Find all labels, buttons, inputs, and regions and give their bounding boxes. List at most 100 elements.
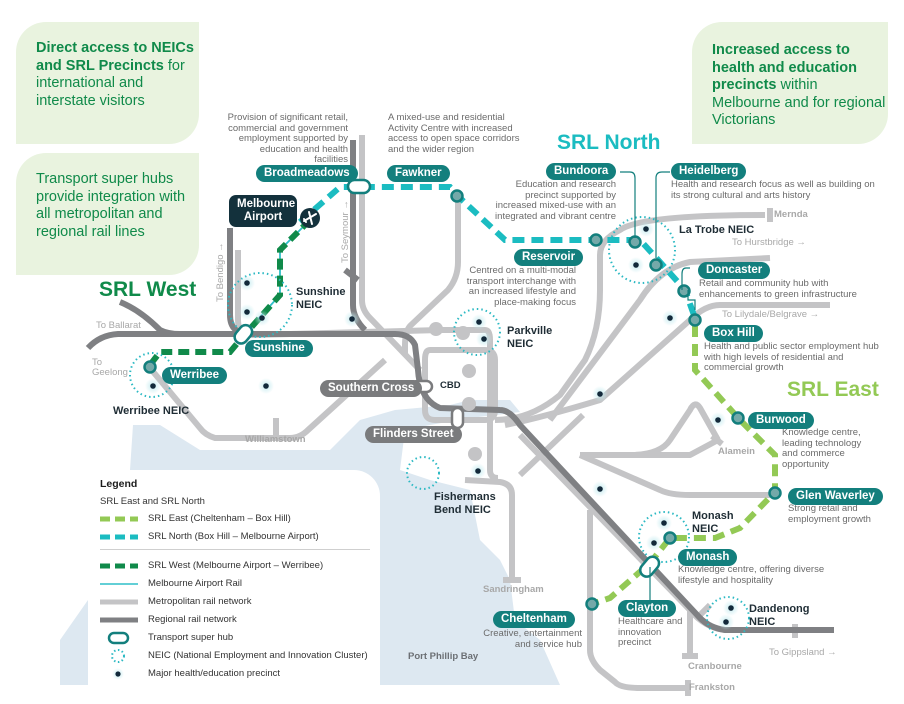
precinct-dot [254,310,270,326]
super-hub-icon [107,631,130,645]
monash-desc: Knowledge centre, offering diverse lifes… [678,564,825,586]
callout-direct-access: Direct access to NEICs and SRL Precincts… [16,22,199,144]
precinct-dot-icon [112,668,124,680]
station-cheltenham[interactable]: Cheltenham [493,611,575,628]
super-hub-broadmeadows [346,178,372,195]
station-marker-reservoir[interactable] [589,233,603,247]
terminal-frankston: Frankston [689,682,735,693]
precinct-dot [723,600,739,616]
precinct-dot [239,275,255,291]
callout-text: within Melbourne and for regional Victor… [712,77,886,128]
station-box-hill[interactable]: Box Hill [704,325,763,342]
terminal-alamein: Alamein [718,446,755,457]
metro-rail-line-icon [100,599,138,605]
station-heidelberg[interactable]: Heidelberg [671,163,747,180]
srl-east-dashed-line-icon [100,516,138,522]
precinct-dot [646,535,662,551]
station-marker-heidelberg[interactable] [649,258,663,272]
station-flinders-street[interactable]: Flinders Street [365,426,462,443]
precinct-dot [239,304,255,320]
station-marker-doncaster[interactable] [677,284,691,298]
callout-bold-text: Increased access to health and education… [712,42,858,93]
station-burwood[interactable]: Burwood [748,412,814,429]
callout-text: for international and interstate visitor… [36,57,185,109]
legend-divider [100,549,370,550]
neic-label-monash: Monash NEIC [692,510,734,535]
legend: Legend SRL East and SRL North SRL East (… [88,470,380,685]
precinct-dot [710,412,726,428]
regional-rail-line-icon [100,617,138,623]
neic-label-dandenong: Dandenong NEIC [749,603,810,628]
station-markers [143,189,782,611]
callout-bold-text: Direct access to NEICs and SRL Precincts [36,40,194,74]
legend-item-regional-rail: Regional rail network [100,613,380,627]
fawkner-desc: A mixed-use and residential Activity Cen… [388,112,520,155]
station-doncaster[interactable]: Doncaster [698,262,771,279]
station-marker-monash[interactable] [663,531,677,545]
station-marker-burwood[interactable] [731,411,745,425]
precinct-dot [662,310,678,326]
station-marker-box-hill[interactable] [688,313,702,327]
station-monash[interactable]: Monash [678,549,738,566]
station-marker-werribee[interactable] [143,360,157,374]
neic-label-la-trobe: La Trobe NEIC [679,224,755,236]
station-marker-bundoora[interactable] [628,235,642,249]
terminal-to-bendigo: To Bendigo → [215,242,226,302]
precinct-dot [470,463,486,479]
legend-item-metro-rail: Metropolitan rail network [100,595,380,609]
station-broadmeadows[interactable]: Broadmeadows [256,165,358,182]
srl-west-title: SRL West [99,278,197,301]
neic-ring-parkville [453,308,501,356]
terminal-sandringham: Sandringham [483,584,544,595]
legend-item-precinct: Major health/education precinct [100,667,380,681]
station-melbourne-airport[interactable]: Melbourne Airport [229,195,297,227]
terminal-cranbourne: Cranbourne [688,661,742,672]
station-marker-cheltenham[interactable] [585,597,599,611]
station-sunshine[interactable]: Sunshine [245,340,313,357]
callout-health-education: Increased access to health and education… [692,22,888,144]
neic-ring-sunshine [227,272,293,338]
station-marker-glen-waverley[interactable] [768,486,782,500]
station-reservoir[interactable]: Reservoir [514,249,584,266]
precinct-dot [476,331,492,347]
neic-ring-fishermans-bend [406,456,440,490]
neic-ring-dandenong [706,596,750,640]
legend-subtitle: SRL East and SRL North [100,496,205,507]
srl-north-line [298,184,698,320]
station-marker-fawkner[interactable] [450,189,464,203]
precinct-dot [258,378,274,394]
station-southern-cross[interactable]: Southern Cross [320,380,423,397]
callout-text: Transport super hubs provide integration… [36,171,186,240]
heidelberg-desc: Health and research focus as well as bui… [671,179,875,201]
srl-east-title: SRL East [787,378,879,401]
srl-west-dashed-line-icon [100,563,138,569]
neic-ring-monash [638,511,690,563]
cheltenham-desc: Creative, entertainment and service hub [483,628,582,650]
neic-label-fishermans-bend: Fishermans Bend NEIC [434,491,496,516]
station-werribee[interactable]: Werribee [162,367,228,384]
station-clayton[interactable]: Clayton [618,600,677,617]
reservoir-desc: Centred on a multi-modal transport inter… [466,265,576,308]
glen-waverley-desc: Strong retail and employment growth [788,503,871,525]
srl-north-title: SRL North [557,131,661,154]
precinct-dot [656,515,672,531]
precinct-dot [592,481,608,497]
legend-item-srl-north: SRL North (Box Hill – Melbourne Airport) [100,530,380,544]
precinct-dot [471,314,487,330]
terminal-to-hurstbridge: To Hurstbridge → [732,237,806,248]
station-bundoora[interactable]: Bundoora [546,163,617,180]
airport-plane-icon [300,208,320,228]
port-phillip-bay-label: Port Phillip Bay [408,651,479,662]
neic-label-werribee: Werribee NEIC [113,405,190,417]
station-glen-waverley[interactable]: Glen Waverley [788,488,883,505]
clayton-desc: Healthcare and innovation precinct [618,616,683,648]
legend-item-neic: NEIC (National Employment and Innovation… [100,649,380,663]
station-fawkner[interactable]: Fawkner [387,165,450,182]
super-hub-sunshine [233,323,254,345]
terminal-to-ballarat: To Ballarat [96,320,141,331]
doncaster-desc: Retail and community hub with enhancemen… [699,278,857,300]
terminal-to-gippsland: To Gippsland → [769,647,837,658]
terminal-to-seymour: To Seymour → [340,200,351,263]
terminal-to-geelong: To Geelong [92,357,128,378]
super-hub-flinders-street [450,406,465,430]
